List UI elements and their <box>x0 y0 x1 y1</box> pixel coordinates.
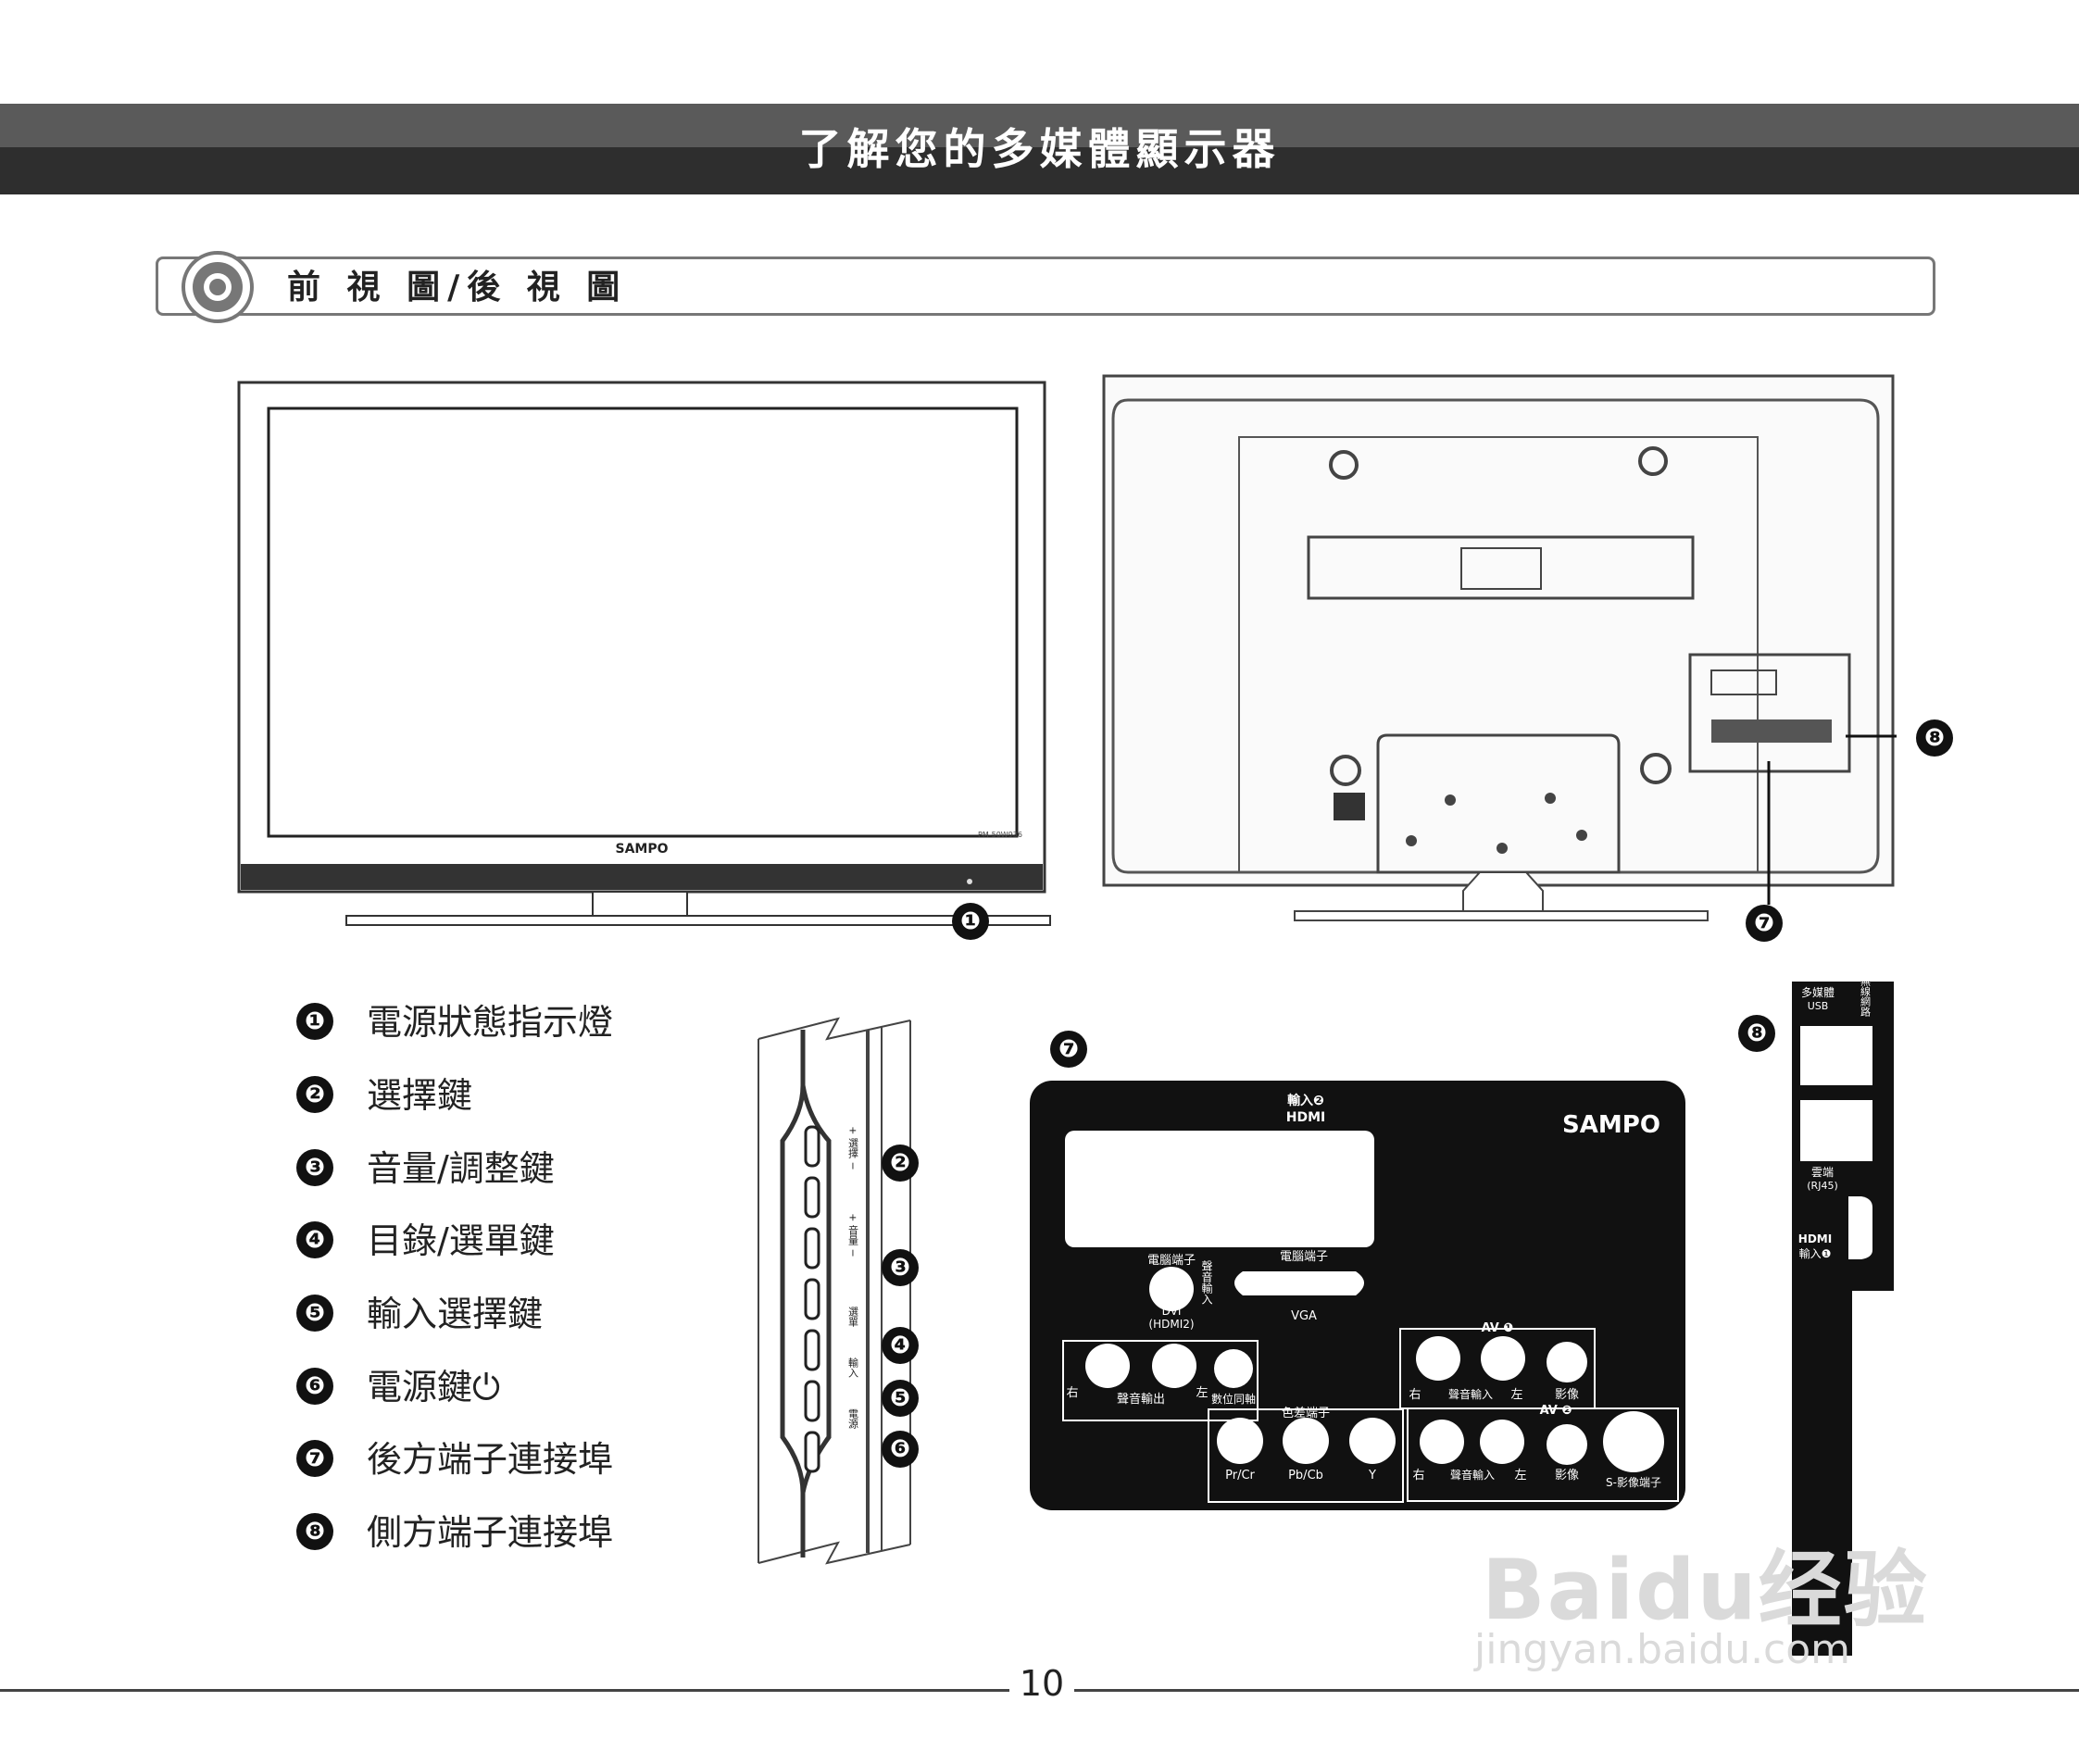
usb-sub-label: USB <box>1808 1000 1829 1012</box>
lan-port <box>1800 1100 1872 1161</box>
tv-rear-view <box>1102 374 1897 921</box>
callout-power-key: ❻ <box>882 1431 919 1468</box>
front-model-label: PM-50W936 <box>978 831 1022 839</box>
right-label: 右 <box>1412 1469 1424 1483</box>
pr-label: Pr/Cr <box>1225 1469 1255 1483</box>
dvi-audio-jack <box>1149 1267 1194 1311</box>
hdmi1-label: 輸入❶ <box>1799 1246 1832 1260</box>
av2-audio-left-jack <box>1480 1420 1524 1464</box>
svideo-label: S-影像端子 <box>1606 1476 1661 1489</box>
watermark-logo: Baidu经验 <box>1482 1542 1929 1639</box>
audio-input-vertical-label: 聲音輸入 <box>1200 1259 1213 1305</box>
left-label: 左 <box>1514 1469 1526 1483</box>
component-label: 色差端子 <box>1282 1406 1330 1420</box>
rear-panel-brand: SAMPO <box>1562 1111 1660 1139</box>
vga-port <box>1234 1271 1364 1295</box>
header-banner <box>0 104 2079 194</box>
audio-out-label: 聲音輸出 <box>1117 1392 1165 1407</box>
hdmi2-port <box>1065 1131 1374 1247</box>
pb-label: Pb/Cb <box>1288 1469 1323 1483</box>
lan-sub-label: (RJ45) <box>1807 1180 1837 1192</box>
side-label-menu: 選單 <box>847 1307 859 1327</box>
watermark-url: jingyan.baidu.com <box>1474 1626 1851 1673</box>
page-number: 10 <box>1009 1663 1074 1704</box>
left-label: 左 <box>1510 1388 1522 1402</box>
callout-select-key: ❷ <box>882 1145 919 1182</box>
av1-audio-right-jack <box>1416 1336 1460 1381</box>
svideo-port <box>1603 1411 1664 1472</box>
pc-terminal-label: 電腦端子 <box>1280 1250 1328 1264</box>
audio-out-left-jack <box>1152 1344 1196 1388</box>
pc-terminal-label: 電腦端子 <box>1147 1254 1196 1268</box>
side-button-strip: + 選擇 − + 音量 − 選單 輸入 電源 <box>758 1017 911 1565</box>
y-label: Y <box>1368 1469 1376 1483</box>
hdmi1-logo: HDMI <box>1798 1232 1832 1245</box>
left-label: 左 <box>1196 1386 1208 1400</box>
tv-front-view: SAMPO PM-50W936 <box>237 381 1051 926</box>
rear-connector-panel: 輸入❷ HDMI SAMPO 電腦端子 電腦端子 DVI (HDMI2) 聲音輸… <box>1030 1081 1685 1510</box>
pb-jack <box>1283 1418 1329 1464</box>
page-title: 了解您的多媒體顯示器 <box>798 124 1281 174</box>
audio-out-right-jack <box>1085 1344 1130 1388</box>
av2-label: AV ❷ <box>1540 1404 1572 1418</box>
y-jack <box>1349 1418 1396 1464</box>
callout-menu-key: ❹ <box>882 1327 919 1364</box>
callout-input-key: ❺ <box>882 1380 919 1417</box>
pr-jack <box>1217 1418 1263 1464</box>
usb-label: 多媒體 <box>1801 986 1835 999</box>
callout-rear-ports: ❼ <box>1746 905 1783 942</box>
av1-label: AV ❶ <box>1482 1321 1514 1335</box>
callout-power-led: ❶ <box>952 903 989 940</box>
right-label: 右 <box>1066 1386 1078 1400</box>
audio-in-label: 聲音輸入 <box>1450 1468 1495 1482</box>
callout-side-panel: ❽ <box>1738 1015 1775 1052</box>
coaxial-jack <box>1214 1349 1253 1388</box>
dvi-sub-label: (HDMI2) <box>1148 1318 1194 1331</box>
side-label-power: 電源 <box>847 1408 859 1430</box>
lan-label: 雲端 <box>1811 1166 1834 1179</box>
av1-audio-left-jack <box>1481 1336 1525 1381</box>
wireless-label: 無線網路 <box>1860 980 1872 1018</box>
right-label: 右 <box>1409 1388 1421 1402</box>
side-connector-panel: 多媒體 USB 無線網路 雲端 (RJ45) HDMI 輸入❶ <box>1792 980 1894 1656</box>
callout-side-ports: ❽ <box>1916 719 1953 757</box>
av2-video-jack <box>1547 1424 1587 1465</box>
usb-port <box>1800 1026 1872 1085</box>
target-icon <box>182 251 254 323</box>
av2-audio-right-jack <box>1420 1420 1464 1464</box>
vga-label: VGA <box>1291 1309 1317 1323</box>
section-heading-bar <box>156 256 1935 316</box>
hdmi2-logo: HDMI <box>1286 1110 1325 1125</box>
video-label: 影像 <box>1555 1388 1579 1402</box>
side-label-select: + 選擇 − <box>847 1126 859 1170</box>
video-label: 影像 <box>1555 1469 1579 1483</box>
av1-video-jack <box>1547 1342 1587 1382</box>
side-label-volume: + 音量 − <box>847 1213 859 1257</box>
section-title: 前 視 圖/後 視 圖 <box>287 269 628 307</box>
coaxial-label: 數位同軸 <box>1211 1392 1256 1406</box>
hdmi1-port <box>1848 1196 1872 1259</box>
side-label-input: 輸入 <box>847 1357 859 1378</box>
callout-volume-key: ❸ <box>882 1249 919 1286</box>
front-brand-logo: SAMPO <box>615 842 668 857</box>
hdmi2-label: 輸入❷ <box>1287 1093 1324 1108</box>
callout-rear-panel: ❼ <box>1050 1031 1087 1068</box>
audio-in-label: 聲音輸入 <box>1448 1387 1493 1401</box>
dvi-label: DVI <box>1162 1305 1182 1318</box>
